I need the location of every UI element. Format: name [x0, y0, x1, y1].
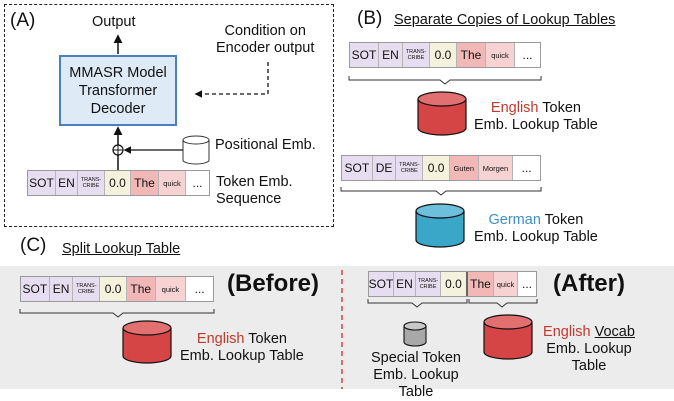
token: EN	[394, 272, 416, 296]
vocab-table-label: English Vocab Emb. Lookup Table	[536, 324, 642, 375]
special-table-label: Special Token Emb. Lookup Table	[362, 350, 470, 401]
panel-c-tag: (C)	[20, 235, 47, 256]
before-english-word: English	[196, 331, 245, 347]
token: The	[126, 277, 156, 301]
token: TRANS- CRIBE	[396, 156, 424, 180]
token: SOT	[350, 43, 379, 67]
after-vocab-word: Vocab	[594, 324, 635, 340]
token-row-c-before: SOT EN TRANS- CRIBE 0.0 The quick ...	[20, 276, 214, 302]
token: SOT	[28, 171, 56, 195]
condition-arrow	[194, 62, 269, 98]
token: quick	[494, 272, 518, 296]
token: DE	[372, 156, 397, 180]
token: SOT	[369, 272, 394, 296]
model-line-2: Transformer	[78, 82, 158, 99]
before-table-label: English Token Emb. Lookup Table	[180, 331, 304, 365]
before-label: (Before)	[227, 270, 320, 297]
token-seq-line-2: Sequence	[216, 191, 282, 207]
special-line-1: Special Token	[370, 350, 462, 366]
positional-label: Positional Emb.	[215, 137, 316, 153]
token: 0.0	[105, 171, 131, 195]
token-seq-label: Token Emb. Sequence	[216, 174, 293, 208]
positional-embedding-icon	[182, 135, 210, 165]
token: EN	[56, 171, 78, 195]
before-token-word: Token	[244, 331, 287, 347]
token-row-b-en: SOT EN TRANS- CRIBE 0.0 The quick ...	[349, 42, 541, 68]
vocab-line-2: Emb. Lookup	[546, 341, 632, 357]
token: 0.0	[430, 43, 457, 67]
token-row-c-after: SOT EN TRANS- CRIBE 0.0 The quick ...	[368, 271, 537, 297]
after-label: (After)	[553, 270, 625, 297]
token: 0.0	[441, 272, 468, 296]
german-table-label: German Token Emb. Lookup Table	[474, 212, 598, 246]
token-row-a: SOT EN TRANS- CRIBE 0.0 The quick ...	[27, 170, 210, 196]
english-table-label: English Token Emb. Lookup Table	[474, 100, 598, 134]
model-line-1: MMASR Model	[69, 64, 167, 81]
condition-line-1: Condition on	[224, 23, 306, 39]
panel-c-title: Split Lookup Table	[62, 241, 181, 257]
before-english-table-cylinder	[122, 320, 172, 364]
condition-label: Condition on Encoder output	[216, 23, 314, 57]
brace-c-vocab	[468, 299, 538, 308]
token: EN	[49, 277, 74, 301]
token: 0.0	[423, 156, 450, 180]
panel-b-title: Separate Copies of Lookup Tables	[394, 12, 616, 28]
special-line-2: Emb. Lookup Table	[373, 367, 459, 400]
english-table-line-2: Emb. Lookup Table	[474, 117, 598, 133]
token: SOT	[342, 156, 373, 180]
token: The	[457, 43, 486, 67]
token: 0.0	[100, 277, 127, 301]
after-english-word: English	[543, 324, 591, 340]
panel-a-tag: (A)	[10, 10, 36, 31]
brace-c-special	[367, 299, 468, 308]
model-box: MMASR Model Transformer Decoder	[59, 55, 177, 126]
panel-b-tag: (B)	[357, 8, 383, 29]
vocab-table-cylinder	[483, 314, 533, 360]
token: EN	[379, 43, 403, 67]
model-line-3: Decoder	[90, 100, 146, 117]
token: The	[468, 272, 494, 296]
token: quick	[155, 277, 187, 301]
token: quick	[486, 43, 515, 67]
token: SOT	[21, 277, 50, 301]
token-word: Token	[540, 212, 584, 228]
token: TRANS- CRIBE	[416, 272, 441, 296]
token: TRANS- CRIBE	[403, 43, 430, 67]
token-row-b-de: SOT DE TRANS- CRIBE 0.0 Guten Morgen ...	[341, 155, 541, 181]
token: ...	[513, 156, 541, 180]
brace-b-en	[348, 76, 542, 85]
token: The	[131, 171, 159, 195]
english-word: English	[490, 100, 539, 116]
german-table-line-2: Emb. Lookup Table	[474, 229, 598, 245]
german-word: German	[488, 212, 541, 228]
vocab-line-3: Table	[571, 358, 607, 374]
token-word: Token	[538, 100, 581, 116]
token: ...	[186, 277, 213, 301]
token: TRANS- CRIBE	[73, 277, 101, 301]
condition-line-2: Encoder output	[216, 40, 315, 56]
panel-a-frame	[4, 4, 334, 227]
brace-b-de	[340, 187, 542, 196]
before-table-line-2: Emb. Lookup Table	[180, 348, 304, 364]
token-seq-line-1: Token Emb.	[216, 174, 293, 190]
german-table-cylinder	[415, 203, 465, 248]
english-table-cylinder	[417, 91, 467, 136]
token: ...	[515, 43, 540, 67]
token: Morgen	[478, 156, 514, 180]
special-table-cylinder	[403, 321, 427, 347]
output-label: Output	[92, 14, 136, 30]
token: ...	[518, 272, 536, 296]
brace-c-before	[19, 309, 215, 318]
token: ...	[186, 171, 209, 195]
token: TRANS- CRIBE	[78, 171, 105, 195]
connector-layer	[19, 34, 542, 389]
token: quick	[159, 171, 186, 195]
token: Guten	[449, 156, 479, 180]
